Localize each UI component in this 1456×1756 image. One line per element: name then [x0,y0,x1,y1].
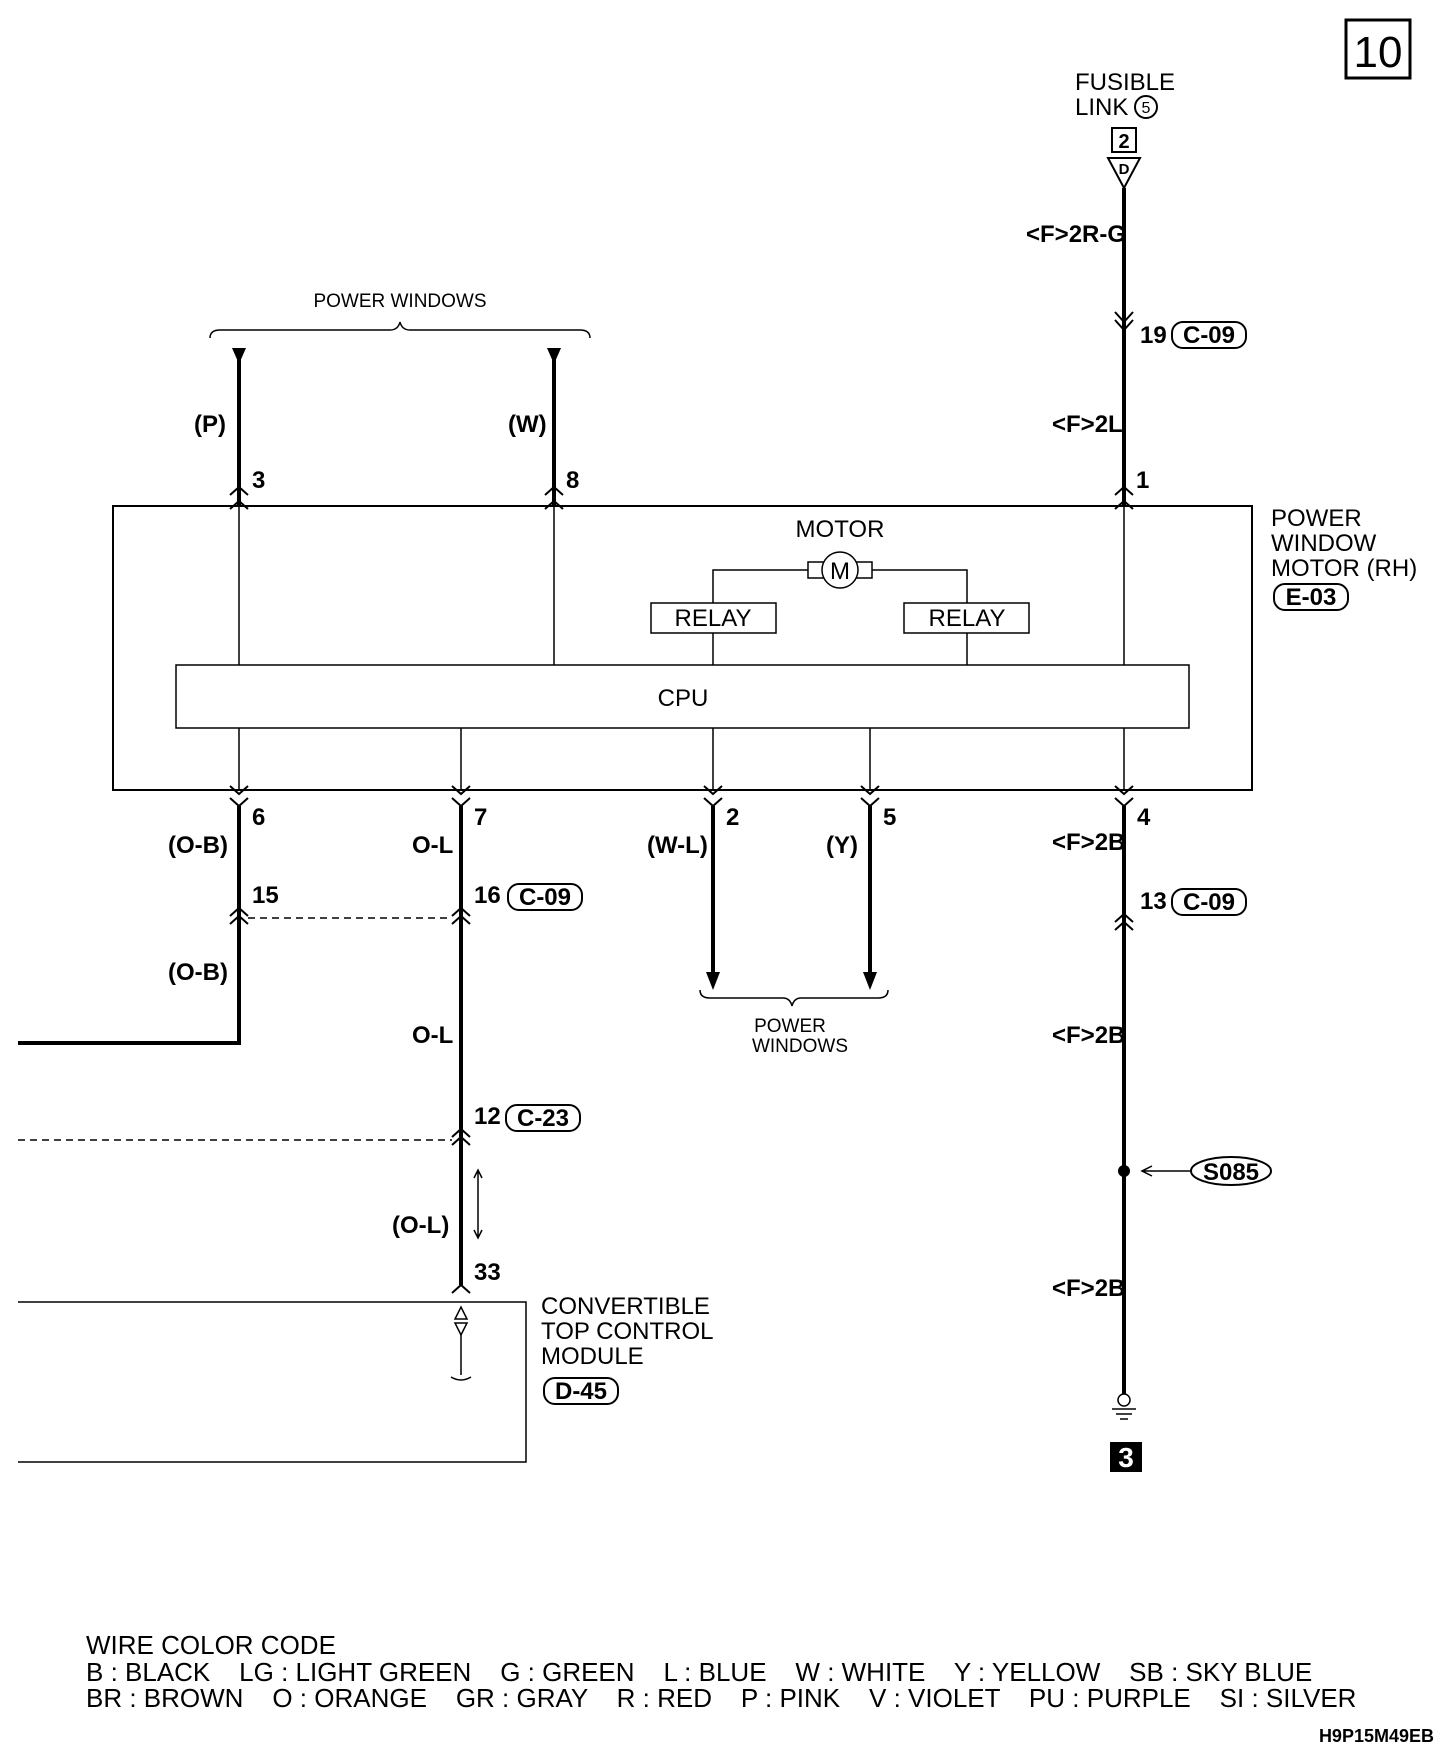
cpu-box [175,664,1190,729]
pin-6: 6 [252,804,265,831]
connector-mark-c12 [451,1127,471,1146]
wire-label-pin7: O-L [412,832,453,859]
wire-color-code-title: WIRE COLOR CODE [86,1630,336,1660]
ground-ref-number: 3 [1118,1442,1134,1473]
double-arrow-c12-c33 [473,1168,483,1240]
pin-1: 1 [1136,467,1149,494]
relay-right-label: RELAY [929,605,1006,632]
wire-label-pin5: (Y) [826,832,858,859]
splice-id: S085 [1203,1159,1259,1186]
connector-c19-box [1171,321,1247,349]
ground-ref-box [1110,1442,1142,1472]
power-window-motor-box [112,505,1253,791]
connector-c13-id: C-09 [1183,889,1235,916]
wire-label-pin7-mid: O-L [412,1022,453,1049]
module-internal-wire [450,1335,472,1381]
component-name-2: WINDOW [1271,530,1377,557]
power-windows-top-brace [209,321,591,339]
connector-c33-pin: 33 [474,1259,501,1286]
power-windows-bottom-label-2: WINDOWS [752,1036,848,1057]
module-terminal-down [453,1322,469,1337]
connector-mark-c16 [451,906,471,925]
splice-arrow [1140,1165,1190,1177]
page-number: 10 [1354,28,1403,77]
power-windows-bottom-brace [699,989,889,1007]
fusible-connector-number: 2 [1118,131,1129,153]
module-terminal-up [453,1305,469,1320]
ground-terminal [1117,1393,1131,1407]
component-connector-id: E-03 [1286,584,1337,611]
page-number-box [1344,18,1412,80]
wire-label-pin7-lower: (O-L) [392,1212,449,1239]
wire-color-code-row1: B : BLACK LG : LIGHT GREEN G : GREEN L :… [86,1657,1312,1687]
fusible-link-number-circle [1134,95,1158,119]
connector-c13-pin: 13 [1140,888,1167,915]
motor-wire-right [872,569,968,603]
arrow-pin2-bottom [706,972,720,990]
relay-left-label: RELAY [675,605,752,632]
wire-label-pin8: (W) [508,411,547,438]
module-connector-id: D-45 [555,1378,607,1405]
connector-c12-pin: 12 [474,1103,501,1130]
pin-4: 4 [1137,804,1151,831]
connector-c12-id: C-23 [517,1105,569,1132]
power-windows-bottom-label-1: POWER [754,1016,826,1037]
component-name-1: POWER [1271,505,1362,532]
connector-c13-box [1171,888,1247,916]
connector-c16-pin: 16 [474,882,501,909]
connector-c19-pin: 19 [1140,322,1167,349]
cpu-label: CPU [658,685,709,712]
connector-c19-id: C-09 [1183,322,1235,349]
connector-c12-box [505,1104,581,1132]
connector-c16-id: C-09 [519,884,571,911]
module-name-2: TOP CONTROL [541,1318,713,1345]
motor-symbol-letter: M [830,558,850,585]
pin-3: 3 [252,467,265,494]
wire-label-pin6-lower: (O-B) [168,959,228,986]
connector-mark-c15 [229,906,249,925]
wire-label-ground-low: <F>2B [1052,1275,1125,1302]
motor-symbol [821,551,859,589]
fusible-connector-triangle [1106,157,1142,191]
connector-c15-pin: 15 [252,882,279,909]
wire-label-pin2: (W-L) [647,832,708,859]
power-windows-top-label: POWER WINDOWS [313,291,486,312]
connector-mark-c13 [1114,912,1134,931]
pin-8: 8 [566,467,579,494]
wire-label-pin4: <F>2B [1052,829,1125,856]
wire-label-ground-mid: <F>2B [1052,1022,1125,1049]
fusible-link-number: 5 [1142,100,1151,117]
fusible-connector-box [1111,127,1137,153]
motor-label: MOTOR [796,516,885,543]
diagram-code: H9P15M49EB [1319,1726,1434,1746]
wire-label-pin3: (P) [194,411,226,438]
module-name-1: CONVERTIBLE [541,1293,710,1320]
convertible-module-box [18,1301,527,1463]
fusible-link-label-2: LINK [1075,94,1128,121]
splice-point [1118,1165,1130,1177]
component-name-3: MOTOR (RH) [1271,555,1417,582]
connector-c16-box [507,883,583,911]
module-connector-box [543,1377,619,1405]
wire-color-code-row2: BR : BROWN O : ORANGE GR : GRAY R : RED … [86,1683,1356,1713]
wire-label-pin6: (O-B) [168,832,228,859]
pin-2: 2 [726,804,739,831]
connector-mark-c33 [451,1283,471,1294]
pin-7: 7 [474,804,487,831]
wire-label-pin1: <F>2L [1052,411,1123,438]
splice-id-oval [1190,1156,1272,1186]
wire-label-fuse: <F>2R-G [1026,221,1126,248]
fusible-connector-letter: D [1119,161,1130,178]
module-name-3: MODULE [541,1343,644,1370]
fusible-link-label-1: FUSIBLE [1075,69,1175,96]
connector-mark-c19 [1114,311,1134,332]
component-connector-box [1273,583,1349,611]
arrow-pin5-bottom [863,972,877,990]
motor-wire-left [712,569,808,603]
pin-5: 5 [883,804,896,831]
